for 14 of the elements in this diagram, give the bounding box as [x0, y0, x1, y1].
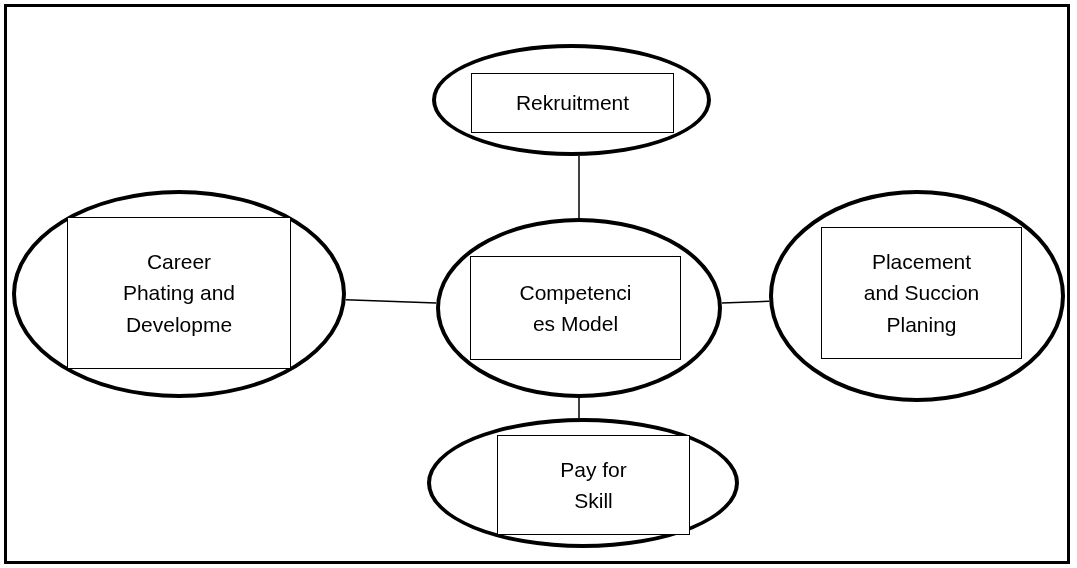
node-label: Rekruitment [515, 90, 630, 117]
connector-line [345, 299, 437, 304]
node-label: Competenci es Model [518, 279, 633, 337]
text-box [497, 435, 690, 535]
node-label: Career Phating and Developme [121, 248, 237, 338]
connector-line [578, 397, 580, 419]
text-box [470, 256, 681, 360]
text-box [67, 217, 291, 369]
node-label: Pay for Skill [559, 456, 628, 514]
connector-line [721, 300, 770, 304]
text-box [471, 73, 674, 133]
text-box [821, 227, 1022, 359]
node-label: Placement and Succion Planing [862, 248, 981, 338]
connector-line [578, 155, 580, 219]
